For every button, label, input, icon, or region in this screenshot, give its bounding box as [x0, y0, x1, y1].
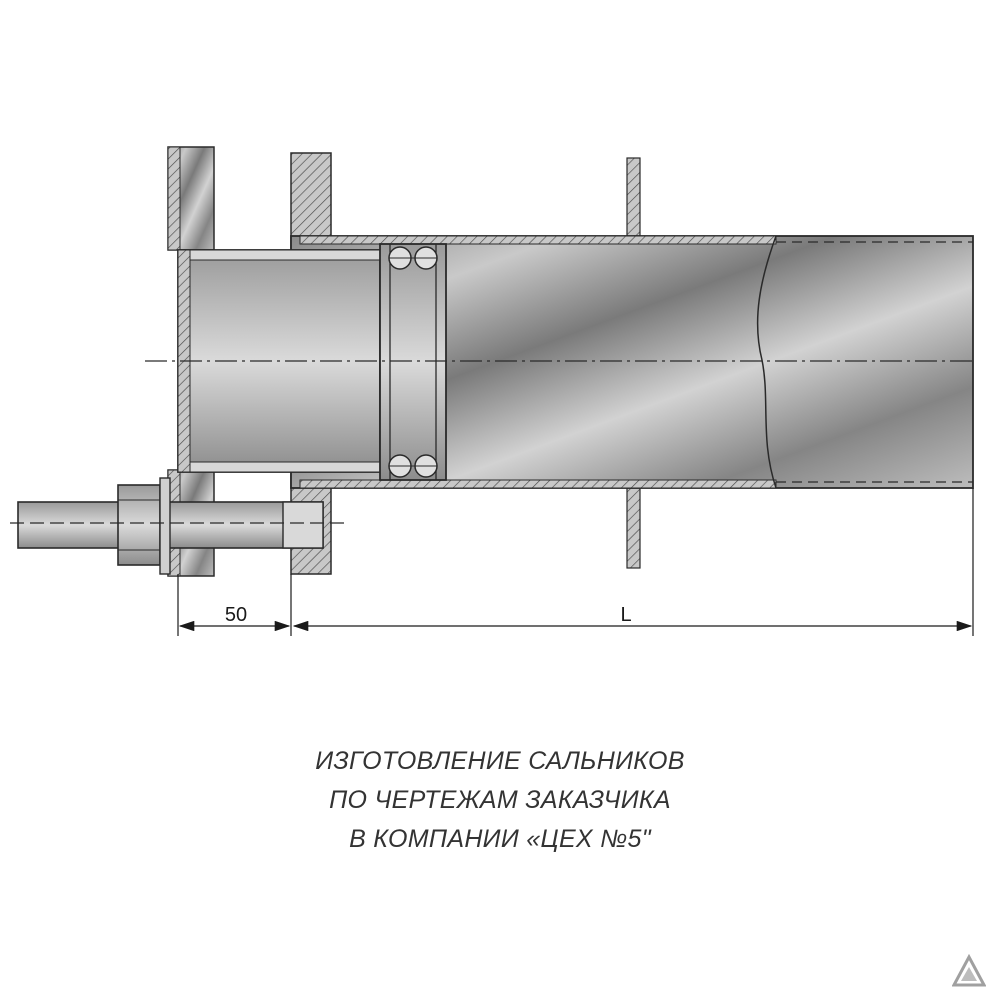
bolt-assembly: [10, 477, 345, 575]
caption-line-1: ИЗГОТОВЛЕНИЕ САЛЬНИКОВ: [315, 747, 685, 775]
caption: ИЗГОТОВЛЕНИЕ САЛЬНИКОВ ПО ЧЕРТЕЖАМ ЗАКАЗ…: [0, 742, 1000, 859]
packing-rings: [379, 243, 447, 481]
inner-housing: [177, 249, 381, 473]
caption-line-3: В КОМПАНИИ «ЦЕХ №5": [349, 825, 651, 853]
dimension-50-label: 50: [225, 604, 247, 626]
brand-logo-icon: [952, 954, 986, 987]
dimension-L-label: L: [620, 604, 631, 626]
gland-seal-drawing: 50 L: [10, 146, 974, 636]
dimension-lines: 50 L: [177, 488, 974, 636]
caption-line-2: ПО ЧЕРТЕЖАМ ЗАКАЗЧИКА: [329, 786, 671, 814]
